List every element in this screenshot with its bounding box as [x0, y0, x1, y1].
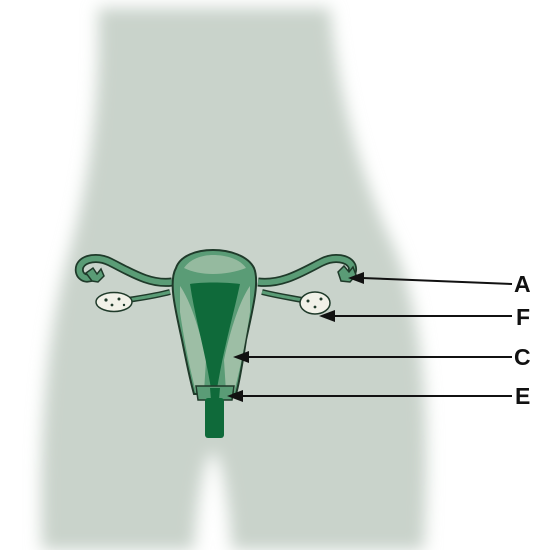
label-c: C — [514, 345, 531, 369]
vagina-shape — [205, 398, 224, 438]
cervix — [196, 386, 234, 400]
label-e: E — [515, 384, 530, 408]
vagina — [205, 398, 224, 438]
label-f: F — [516, 305, 530, 329]
label-a: A — [514, 272, 531, 296]
right-ovary — [300, 292, 330, 314]
left-ovary — [96, 293, 132, 312]
